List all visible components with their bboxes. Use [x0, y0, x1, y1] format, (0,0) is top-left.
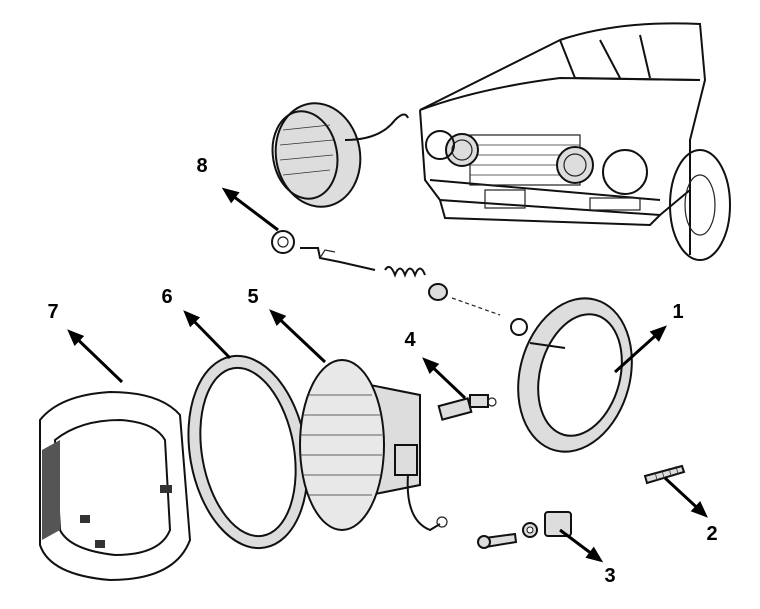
callout-arrowhead-1 — [649, 325, 667, 342]
callout-arrowhead-3 — [585, 546, 604, 563]
callout-arrowhead-8 — [221, 187, 240, 204]
callout-arrows: 1 2 3 4 5 6 7 8 — [47, 155, 717, 587]
callout-arrowhead-4 — [422, 357, 440, 375]
callout-label-6: 6 — [161, 286, 172, 308]
callout-label-7: 7 — [47, 301, 58, 323]
part-6-bezel — [187, 354, 309, 550]
part-8-wiring-parts — [271, 230, 501, 316]
part-5-headlamp-unit — [299, 359, 448, 532]
part-1-mounting-bracket — [510, 297, 633, 453]
fog-lamp-illustration — [271, 102, 409, 208]
callout-label-4: 4 — [404, 329, 416, 351]
callout-label-5: 5 — [247, 286, 258, 308]
callout-label-3: 3 — [604, 565, 615, 587]
callout-arrowhead-5 — [269, 309, 287, 327]
callout-label-2: 2 — [706, 523, 717, 545]
part-2-adjusting-screw — [643, 464, 686, 485]
car-front-illustration — [419, 22, 731, 261]
callout-arrowhead-7 — [67, 329, 85, 347]
callout-label-8: 8 — [196, 155, 207, 177]
callout-arrowhead-2 — [690, 501, 708, 518]
part-7-trim-ring — [39, 390, 192, 582]
part-3-screw-washer-clip — [477, 511, 572, 549]
part-4-connector — [437, 394, 497, 421]
callout-arrowhead-6 — [183, 310, 201, 328]
callout-label-1: 1 — [672, 301, 683, 323]
